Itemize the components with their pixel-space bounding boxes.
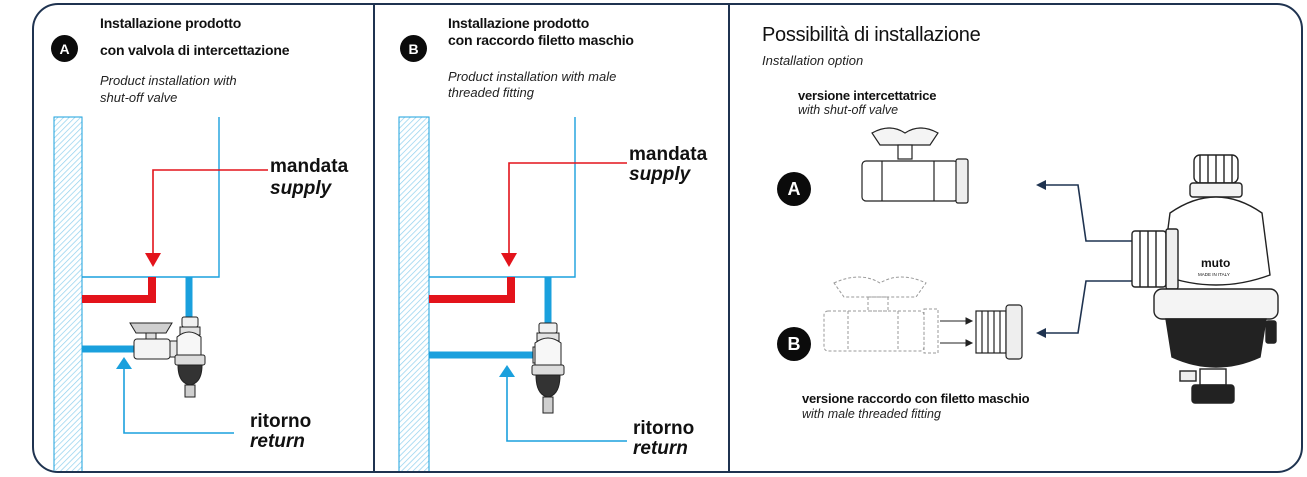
option-b-subtitle: with male threaded fitting <box>802 407 941 421</box>
options-subtitle: Installation option <box>762 53 864 68</box>
filter-device <box>531 322 565 414</box>
diagram-frame: A Installazione prodotto con valvola di … <box>32 3 1303 473</box>
shutoff-valve <box>129 322 181 360</box>
panel-installation-options: Possibilità di installazione Installatio… <box>730 5 1301 471</box>
return-arrow-head <box>116 357 132 369</box>
panel-a-installation-drawing <box>53 116 268 471</box>
wall <box>53 116 83 471</box>
supply-arrow-head <box>145 253 161 267</box>
wall <box>398 116 430 471</box>
option-a-badge: A <box>777 172 811 206</box>
panel-a: A Installazione prodotto con valvola di … <box>34 5 373 471</box>
panel-a-return-label: ritorno <box>250 411 312 432</box>
panel-a-title-line1: Installazione prodotto <box>100 15 242 31</box>
panel-b-subtitle-line2: threaded fitting <box>448 85 535 100</box>
panel-a-return-label-en: return <box>250 431 305 452</box>
panel-b-supply-label-en: supply <box>629 164 691 185</box>
shutoff-valve-option-a <box>861 127 969 204</box>
panel-b-title-line1: Installazione prodotto <box>448 15 590 31</box>
arrow-a-head <box>1036 180 1046 190</box>
options-drawing: muto MADE IN ITALY <box>823 127 1279 404</box>
filter-device-large <box>1131 154 1279 404</box>
threaded-fitting-option-b <box>975 304 1023 360</box>
panel-b-installation-drawing <box>398 116 627 471</box>
panel-b-return-label: ritorno <box>633 418 695 439</box>
fitting-arrows <box>940 317 974 347</box>
divider-right <box>728 5 730 471</box>
panel-a-subtitle-line1: Product installation with <box>100 73 237 88</box>
option-a-subtitle: with shut-off valve <box>798 103 899 117</box>
filter-device <box>174 316 206 398</box>
panel-b-subtitle-line1: Product installation with male <box>448 69 617 84</box>
panel-b-supply-label: mandata <box>629 144 708 165</box>
return-arrow-head <box>499 365 515 377</box>
option-a-title: versione intercettatrice <box>798 88 937 103</box>
panel-b-title-line2: con raccordo filetto maschio <box>448 32 634 48</box>
options-title: Possibilità di installazione <box>762 24 981 46</box>
divider-left <box>373 5 375 471</box>
panel-a-supply-label: mandata <box>270 156 349 177</box>
panel-b: B Installazione prodotto con raccordo fi… <box>375 5 728 471</box>
panel-a-subtitle-line2: shut-off valve <box>100 90 178 105</box>
supply-arrow-head <box>501 253 517 267</box>
badge-b: B <box>400 35 427 62</box>
option-b-title: versione raccordo con filetto maschio <box>802 391 1030 406</box>
badge-a: A <box>51 35 78 62</box>
option-b-badge: B <box>777 327 811 361</box>
arrow-b-head <box>1036 328 1046 338</box>
brand-logo: muto <box>1201 256 1230 270</box>
panel-a-supply-label-en: supply <box>270 178 332 199</box>
brand-made-in: MADE IN ITALY <box>1198 272 1230 277</box>
ghost-valve-option-b <box>823 276 939 354</box>
panel-b-return-label-en: return <box>633 438 688 459</box>
panel-a-title-line2: con valvola di intercettazione <box>100 42 290 58</box>
connection-arrows <box>1046 184 1134 334</box>
